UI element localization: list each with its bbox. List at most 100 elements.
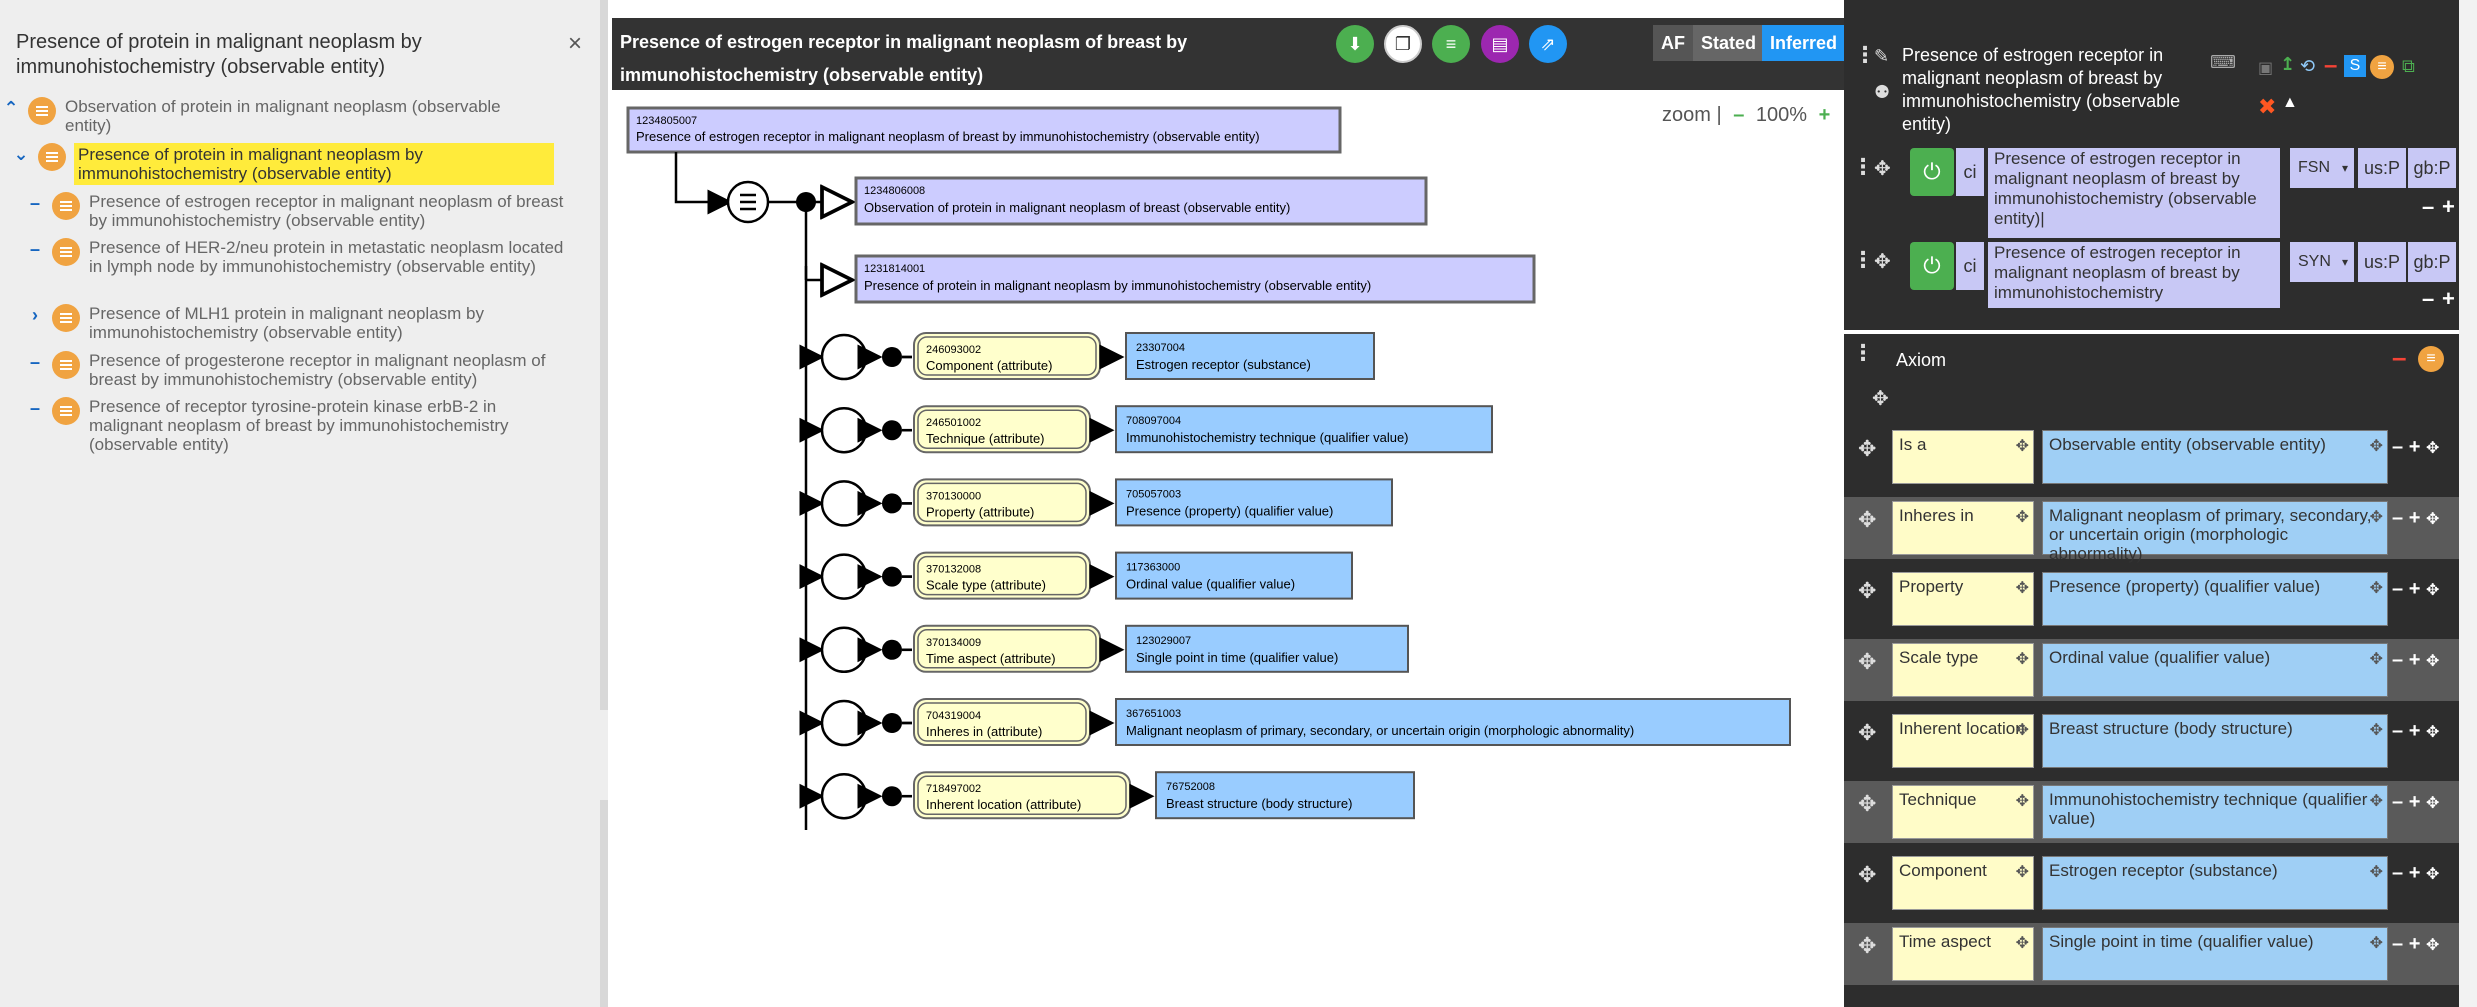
move-icon[interactable]: ✥ (2015, 651, 2029, 668)
chevron-up-icon[interactable]: ⌃ (3, 98, 19, 118)
chevron-right-icon[interactable]: › (32, 305, 38, 325)
remove-description-icon[interactable]: – (2422, 194, 2435, 219)
add-description-icon[interactable]: + (2442, 194, 2455, 219)
remove-row-icon[interactable]: – (2392, 507, 2404, 529)
remove-row-icon[interactable]: – (2392, 578, 2404, 600)
us-acceptability-field[interactable]: us:P (2358, 148, 2406, 188)
value-concept-box[interactable] (1125, 332, 1375, 380)
move-icon[interactable]: ✥ (2369, 509, 2383, 526)
description-type-select[interactable]: SYN (2290, 242, 2354, 282)
axiom-attribute-field[interactable]: Component✥ (1892, 856, 2034, 910)
remove-row-icon[interactable]: – (2392, 933, 2404, 955)
parent-concept-box[interactable] (854, 254, 1536, 304)
axiom-attribute-field[interactable]: Is a✥ (1892, 430, 2034, 484)
axiom-value-field[interactable]: Estrogen receptor (substance)✥ (2042, 856, 2388, 910)
download-icon[interactable]: ⬇ (1336, 25, 1374, 63)
drag-handle-icon[interactable]: ⋮ (1852, 340, 1874, 365)
move-icon[interactable]: ✥ (2369, 580, 2383, 597)
add-row-icon[interactable]: + (2408, 436, 2421, 458)
move-icon[interactable]: ✥ (2369, 438, 2383, 455)
remove-row-icon[interactable]: – (2392, 720, 2404, 742)
remove-row-icon[interactable]: – (2392, 791, 2404, 813)
move-icon[interactable]: ✥ (1858, 436, 1877, 461)
move-icon[interactable]: ✥ (1858, 933, 1877, 958)
case-significance-field[interactable]: ci (1956, 242, 1984, 290)
description-term-field[interactable]: Presence of estrogen receptor in maligna… (1988, 148, 2280, 238)
value-concept-box[interactable] (1115, 698, 1791, 746)
remove-icon[interactable]: – (2324, 52, 2338, 79)
clone-icon[interactable]: ⧉ (2402, 56, 2415, 76)
move-icon[interactable]: ✥ (2369, 722, 2383, 739)
axiom-attribute-field[interactable]: Technique✥ (1892, 785, 2034, 839)
move-icon[interactable]: ✥ (1858, 720, 1877, 745)
remove-row-icon[interactable]: – (2392, 862, 2404, 884)
move-icon[interactable]: ✥ (2369, 651, 2383, 668)
taxonomy-item[interactable]: ⌃ Observation of protein in malignant ne… (0, 97, 535, 135)
move-icon[interactable]: ✥ (1858, 791, 1877, 816)
axiom-attribute-field[interactable]: Time aspect✥ (1892, 927, 2034, 981)
move-icon[interactable]: ✥ (2369, 864, 2383, 881)
add-row-icon[interactable]: + (2408, 720, 2421, 742)
af-toggle[interactable]: AF (1653, 25, 1693, 61)
axiom-value-field[interactable]: Breast structure (body structure)✥ (2042, 714, 2388, 768)
value-concept-box[interactable] (1115, 405, 1493, 454)
us-acceptability-field[interactable]: us:P (2358, 242, 2406, 282)
add-row-icon[interactable]: + (2408, 578, 2421, 600)
value-concept-box[interactable] (1115, 478, 1393, 527)
move-icon[interactable]: ✥ (2425, 582, 2440, 599)
zoom-in-button[interactable]: + (1818, 104, 1831, 126)
save-person-icon[interactable]: ⚉ (1874, 82, 1891, 102)
move-icon[interactable]: ✥ (2015, 722, 2029, 739)
gb-acceptability-field[interactable]: gb:P (2408, 148, 2456, 188)
save-icon[interactable]: ▣ (2258, 60, 2274, 77)
active-toggle-button[interactable]: ⏻ (1910, 148, 1954, 196)
add-row-icon[interactable]: + (2408, 507, 2421, 529)
drag-handle-icon[interactable]: ⋮ (1852, 154, 1874, 179)
gb-acceptability-field[interactable]: gb:P (2408, 242, 2456, 282)
remove-axiom-icon[interactable]: – (2392, 342, 2407, 372)
axiom-value-field[interactable]: Presence (property) (qualifier value)✥ (2042, 572, 2388, 626)
active-toggle-button[interactable]: ⏻ (1910, 242, 1954, 290)
description-term-field[interactable]: Presence of estrogen receptor in maligna… (1988, 242, 2280, 308)
move-icon[interactable]: ✥ (1858, 649, 1877, 674)
value-concept-box[interactable] (1125, 624, 1409, 673)
focus-concept-box[interactable] (626, 106, 1342, 154)
close-icon[interactable]: ✖ (2258, 94, 2277, 119)
edit-pencil-icon[interactable]: ✎ (1874, 46, 1890, 66)
move-icon[interactable]: ✥ (1874, 158, 1891, 180)
axiom-value-field[interactable]: Immunohistochemistry technique (qualifie… (2042, 785, 2388, 839)
collapse-icon[interactable]: ▲ (2282, 94, 2298, 111)
case-significance-field[interactable]: ci (1956, 148, 1984, 196)
add-to-list-icon[interactable]: ≡ (1432, 25, 1470, 63)
move-icon[interactable]: ✥ (2015, 438, 2029, 455)
taxonomy-item[interactable]: › Presence of MLH1 protein in malignant … (24, 304, 569, 342)
inferred-toggle[interactable]: Inferred (1762, 25, 1846, 61)
add-row-icon[interactable]: + (2408, 862, 2421, 884)
move-icon[interactable]: ✥ (2425, 937, 2440, 954)
drag-handle-icon[interactable]: ⋮ (1854, 42, 1876, 67)
axiom-menu-icon[interactable]: ≡ (2418, 346, 2444, 372)
library-icon[interactable]: ▤ (1481, 25, 1519, 63)
axiom-value-field[interactable]: Ordinal value (qualifier value)✥ (2042, 643, 2388, 697)
remove-row-icon[interactable]: – (2392, 649, 2404, 671)
taxonomy-item[interactable]: ⌄ Presence of protein in malignant neopl… (10, 143, 554, 185)
add-row-icon[interactable]: + (2408, 933, 2421, 955)
add-row-icon[interactable]: + (2408, 649, 2421, 671)
move-icon[interactable]: ✥ (2425, 724, 2440, 741)
drag-handle-icon[interactable]: ⋮ (1852, 247, 1874, 272)
remove-row-icon[interactable]: – (2392, 436, 2404, 458)
move-icon[interactable]: ✥ (2015, 864, 2029, 881)
close-icon[interactable]: × (568, 30, 583, 57)
scrollbar[interactable] (600, 0, 608, 710)
chevron-down-icon[interactable]: ⌄ (13, 144, 29, 164)
taxonomy-item[interactable]: – Presence of HER-2/neu protein in metas… (24, 238, 569, 276)
axiom-attribute-field[interactable]: Inheres in✥ (1892, 501, 2034, 555)
move-icon[interactable]: ✥ (2015, 580, 2029, 597)
move-icon[interactable]: ✥ (2015, 509, 2029, 526)
move-icon[interactable]: ✥ (2425, 440, 2440, 457)
axiom-value-field[interactable]: Single point in time (qualifier value)✥ (2042, 927, 2388, 981)
move-icon[interactable]: ✥ (2425, 795, 2440, 812)
stated-toggle[interactable]: Stated (1693, 25, 1765, 61)
promote-icon[interactable]: ↥ (2280, 54, 2296, 74)
zoom-out-button[interactable]: – (1733, 104, 1745, 126)
